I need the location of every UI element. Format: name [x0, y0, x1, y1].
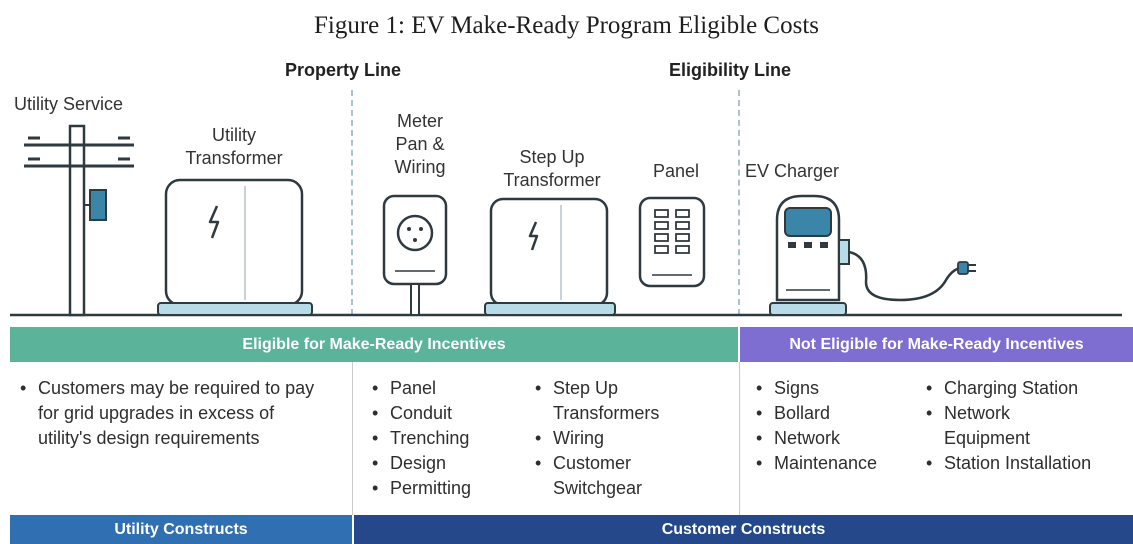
utility-service-label: Utility Service	[14, 94, 124, 114]
eligible-list-b: Step Up Transformers Wiring Customer Swi…	[531, 376, 721, 501]
utility-transformer-label: Utility Transformer	[185, 125, 283, 168]
meter-pan-icon	[382, 194, 448, 316]
list-item: Conduit	[368, 401, 518, 426]
property-line-divider	[351, 90, 353, 315]
panel-icon	[638, 196, 706, 288]
not-eligible-list-a: Signs Bollard Network Maintenance	[752, 376, 922, 476]
ev-charger-label: EV Charger	[745, 161, 840, 181]
figure-title: Figure 1: EV Make-Ready Program Eligible…	[313, 12, 820, 39]
utility-pole-icon	[24, 124, 134, 317]
ev-charger-icon	[769, 194, 976, 316]
panel-label: Panel	[652, 161, 700, 181]
list-item: Permitting	[368, 476, 518, 501]
list-item: Signs	[752, 376, 922, 401]
utility-list: Customers may be required to pay for gri…	[16, 376, 316, 451]
list-item: Design	[368, 451, 518, 476]
list-item: Wiring	[531, 426, 721, 451]
list-item: Bollard	[752, 401, 922, 426]
customer-constructs-band: Customer Constructs	[354, 515, 1133, 544]
list-item: Step Up Transformers	[531, 376, 693, 426]
list-item: Trenching	[368, 426, 518, 451]
list-item: Customer Switchgear	[531, 451, 673, 501]
eligible-band: Eligible for Make-Ready Incentives	[10, 327, 738, 362]
not-eligible-list-b: Charging Station Network Equipment Stati…	[922, 376, 1132, 476]
list-item: Network Equipment	[922, 401, 1054, 451]
eligibility-line-divider	[738, 90, 740, 315]
eligible-list-a: Panel Conduit Trenching Design Permittin…	[368, 376, 518, 501]
column-divider-2	[739, 362, 740, 515]
list-item: Charging Station	[922, 376, 1132, 401]
utility-constructs-band: Utility Constructs	[10, 515, 352, 544]
list-item: Maintenance	[752, 451, 922, 476]
utility-transformer-icon	[157, 178, 313, 316]
column-divider-1	[352, 362, 353, 515]
property-line-label: Property Line	[285, 60, 402, 80]
step-up-transformer-label: Step Up Transformer	[503, 147, 601, 190]
list-item: Network	[752, 426, 922, 451]
list-item: Panel	[368, 376, 518, 401]
eligibility-line-label: Eligibility Line	[669, 60, 792, 80]
equipment-illustration	[10, 124, 1122, 317]
step-up-transformer-icon	[484, 197, 616, 316]
list-item: Station Installation	[922, 451, 1132, 476]
meter-label: Meter Pan & Wiring	[394, 111, 446, 177]
list-item: Customers may be required to pay for gri…	[16, 376, 316, 451]
not-eligible-band: Not Eligible for Make-Ready Incentives	[740, 327, 1133, 362]
